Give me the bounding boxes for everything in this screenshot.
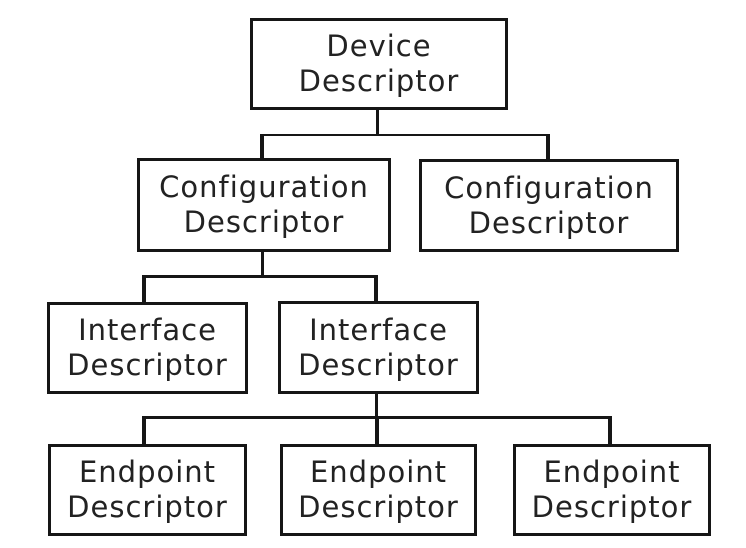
node-endpoint-descriptor-1-line2: Descriptor: [67, 490, 228, 524]
connector-device-horizontal-line: [260, 134, 550, 136]
node-endpoint-descriptor-3-line2: Descriptor: [531, 490, 693, 524]
node-device-descriptor: Device Descriptor: [250, 18, 508, 110]
node-device-descriptor-line1: Device: [326, 29, 432, 63]
connector-interface-1-stub-line: [142, 275, 146, 304]
connector-device-drop-line: [376, 109, 379, 136]
node-endpoint-descriptor-2-line1: Endpoint: [309, 455, 448, 489]
connector-configuration-1-horizontal-line: [142, 275, 378, 278]
node-configuration-descriptor-2: Configuration Descriptor: [419, 159, 679, 252]
connector-endpoint-2-stub-line: [375, 416, 379, 446]
node-configuration-descriptor-2-line1: Configuration: [444, 170, 654, 205]
node-device-descriptor-line2: Descriptor: [298, 64, 460, 98]
node-endpoint-descriptor-2-line2: Descriptor: [298, 490, 459, 524]
node-endpoint-descriptor-3: Endpoint Descriptor: [513, 444, 711, 536]
node-configuration-descriptor-1-line2: Descriptor: [183, 205, 345, 239]
node-interface-descriptor-1-line2: Descriptor: [67, 348, 228, 382]
node-interface-descriptor-2-line1: Interface: [309, 312, 448, 347]
node-interface-descriptor-1: Interface Descriptor: [47, 302, 248, 394]
node-endpoint-descriptor-2: Endpoint Descriptor: [280, 444, 477, 536]
connector-endpoint-3-stub-line: [608, 416, 612, 446]
node-interface-descriptor-2: Interface Descriptor: [278, 301, 479, 394]
node-endpoint-descriptor-1-line1: Endpoint: [78, 455, 217, 489]
connector-interface-2-drop-line: [375, 392, 378, 419]
connector-configuration-2-stub-line: [546, 134, 550, 161]
node-endpoint-descriptor-3-line1: Endpoint: [543, 455, 681, 489]
connector-endpoint-1-stub-line: [142, 416, 146, 446]
node-interface-descriptor-2-line2: Descriptor: [298, 347, 459, 382]
node-endpoint-descriptor-1: Endpoint Descriptor: [48, 444, 247, 536]
connector-interface-2-stub-line: [374, 275, 378, 303]
node-configuration-descriptor-2-line2: Descriptor: [468, 205, 630, 240]
node-configuration-descriptor-1-line1: Configuration: [159, 170, 369, 204]
node-interface-descriptor-1-line1: Interface: [78, 313, 217, 347]
connector-configuration-1-stub-line: [260, 134, 264, 160]
node-configuration-descriptor-1: Configuration Descriptor: [137, 158, 391, 252]
connector-configuration-1-drop-line: [261, 252, 264, 278]
